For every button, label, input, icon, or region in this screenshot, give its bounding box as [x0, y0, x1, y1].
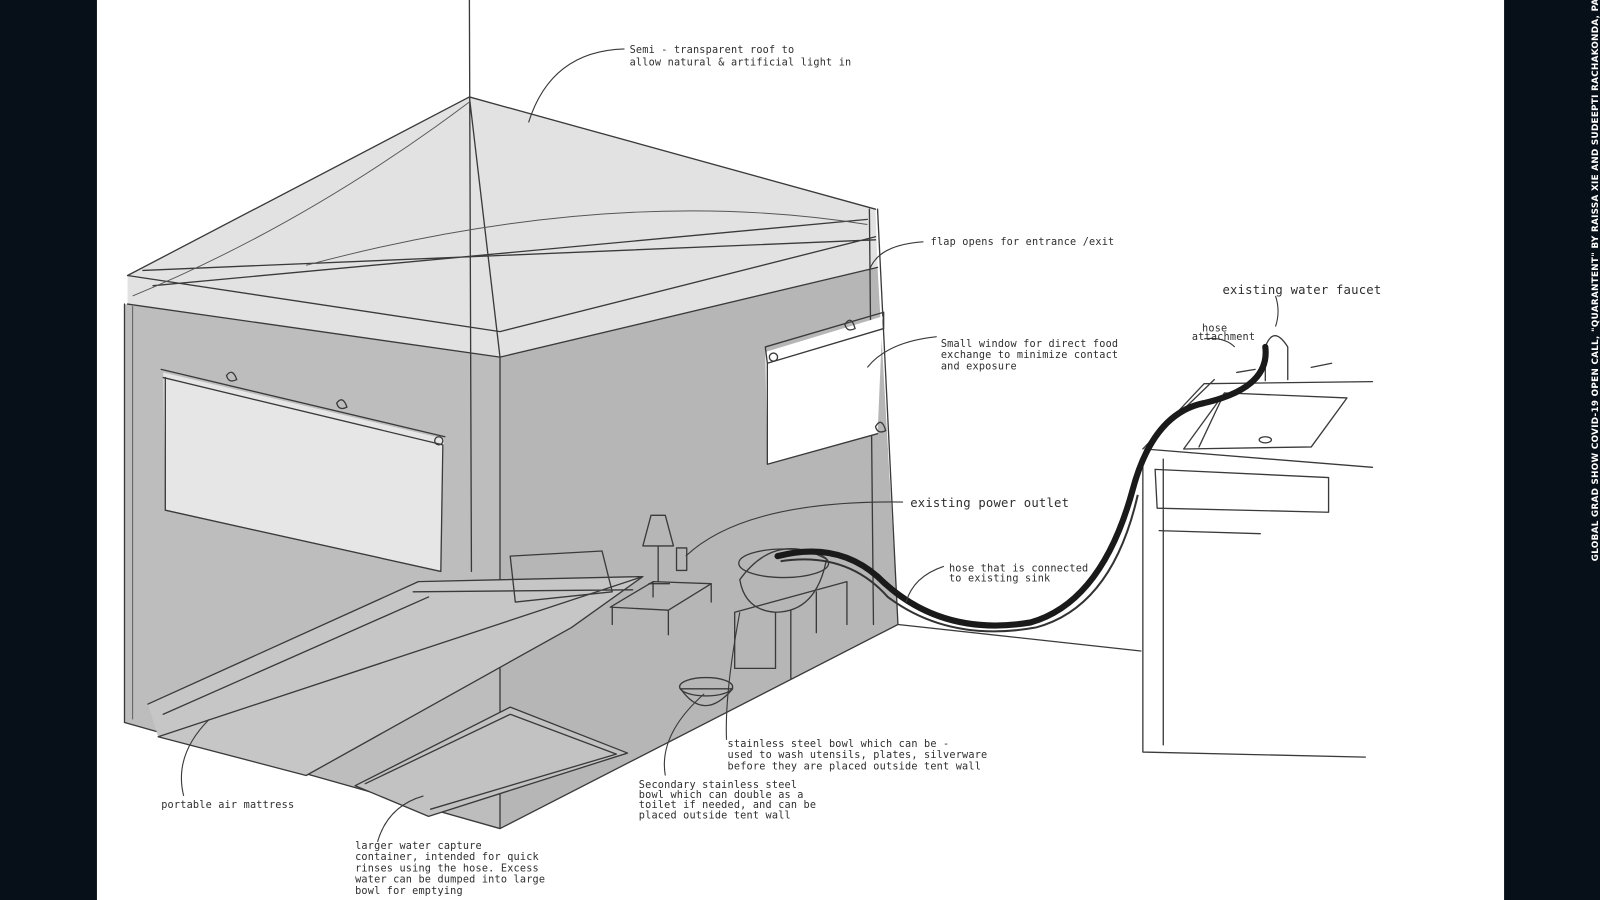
svg-text:bowl for emptying: bowl for emptying: [355, 886, 463, 897]
left-window: [163, 372, 444, 572]
annotation-flap: flap opens for entrance /exit: [931, 237, 1115, 248]
sink-cabinet: [897, 335, 1374, 758]
svg-text:existing water faucet: existing water faucet: [1222, 283, 1381, 297]
svg-text:and exposure: and exposure: [941, 361, 1017, 372]
svg-text:allow natural & artificial lig: allow natural & artificial light in: [630, 57, 852, 68]
annotation-secondary-bowl: Secondary stainless steel bowl which can…: [639, 780, 816, 822]
tent: [123, 0, 899, 830]
annotation-hose: hose that is connected to existing sink: [949, 563, 1088, 584]
svg-text:Semi - transparent roof to: Semi - transparent roof to: [630, 45, 795, 56]
svg-text:exchange to minimize contact: exchange to minimize contact: [941, 350, 1118, 361]
annotation-bowl: stainless steel bowl which can be - used…: [728, 739, 988, 772]
svg-text:existing power outlet: existing power outlet: [910, 496, 1069, 510]
svg-text:flap opens for entrance /exit: flap opens for entrance /exit: [931, 237, 1115, 248]
svg-text:to existing sink: to existing sink: [949, 574, 1050, 585]
annotation-water-container: larger water capture container, intended…: [355, 841, 545, 897]
svg-text:water can be dumped into large: water can be dumped into large: [355, 875, 545, 886]
stainless-bowl: [739, 547, 828, 613]
svg-text:Small window for direct food: Small window for direct food: [941, 339, 1118, 350]
svg-text:container, intended for quick: container, intended for quick: [355, 852, 539, 863]
svg-text:hose that is connected: hose that is connected: [949, 563, 1088, 574]
hose: [774, 343, 1269, 629]
svg-text:placed outside tent wall: placed outside tent wall: [639, 810, 791, 821]
annotation-window: Small window for direct food exchange to…: [941, 339, 1118, 372]
water-capture-container: [355, 707, 628, 817]
svg-text:used to wash utensils, plates,: used to wash utensils, plates, silverwar…: [728, 750, 988, 761]
svg-text:before they are placed outside: before they are placed outside tent wall: [728, 761, 982, 772]
svg-text:stainless steel bowl which can: stainless steel bowl which can be -: [728, 739, 950, 750]
svg-text:bowl which can double as a: bowl which can double as a: [639, 790, 804, 801]
svg-text:hose: hose: [1202, 324, 1227, 335]
svg-text:rinses using the hose. Excess: rinses using the hose. Excess: [355, 863, 539, 874]
annotation-roof: Semi - transparent roof to allow natural…: [630, 45, 852, 68]
power-outlet: [675, 547, 688, 572]
annotation-outlet: existing power outlet: [910, 496, 1069, 510]
svg-text:Secondary stainless steel: Secondary stainless steel: [639, 780, 797, 791]
image-credit: GLOBAL GRAD SHOW COVID-19 OPEN CALL, "QU…: [1591, 0, 1600, 561]
annotation-mattress: portable air mattress: [161, 800, 294, 811]
air-mattress: [147, 576, 643, 776]
annotation-faucet: existing water faucet: [1222, 283, 1381, 297]
right-window: [765, 316, 883, 465]
svg-text:toilet if needed, and can be: toilet if needed, and can be: [639, 800, 816, 811]
annotation-hose-attachment: hose attachment: [1192, 324, 1255, 343]
svg-text:portable air mattress: portable air mattress: [161, 800, 294, 811]
tent-roof: [127, 96, 878, 358]
svg-text:attachment: attachment: [1192, 332, 1255, 343]
svg-text:larger water capture: larger water capture: [355, 841, 482, 852]
lamp: [642, 514, 675, 585]
